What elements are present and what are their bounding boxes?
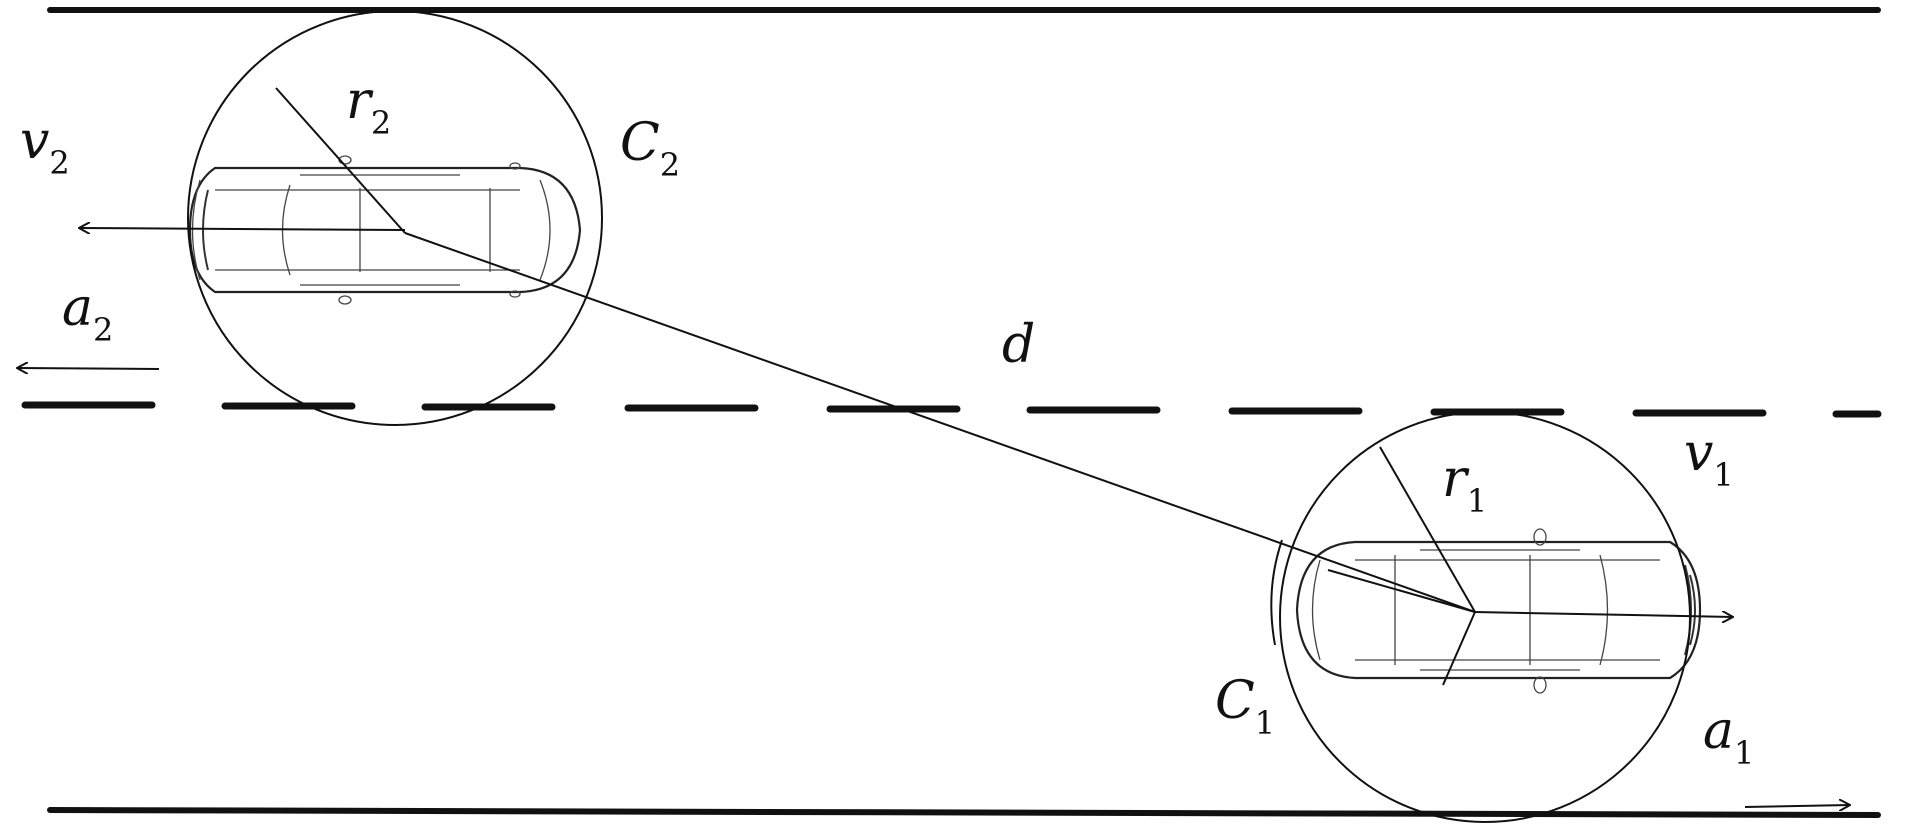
label-d: d: [1002, 315, 1035, 375]
label-a1: a1: [1703, 701, 1754, 772]
distance-d-line: [404, 232, 1476, 613]
label-v1: v1: [1684, 423, 1734, 494]
acceleration-a1-arrow: [1744, 805, 1850, 807]
acceleration-a2-arrow: [17, 368, 160, 369]
road-bottom-edge: [47, 807, 1881, 818]
vehicle-1-car: [1295, 528, 1702, 694]
label-c1: C1: [1215, 671, 1275, 742]
radius-r1-line: [1379, 446, 1476, 613]
label-v2: v2: [20, 111, 70, 182]
vehicle-1-rear-arc: [1270, 539, 1283, 646]
lane-divider: [21, 401, 1882, 418]
velocity-v1-arrow: [1474, 612, 1733, 617]
vehicle-2-safety-circle: [187, 10, 603, 426]
velocity-v2-arrow: [79, 228, 406, 230]
vehicle-1-rear-line: [1327, 569, 1476, 613]
label-r1: r1: [1442, 449, 1487, 520]
vehicle-1-inner-line: [1442, 611, 1476, 686]
label-r2: r2: [346, 71, 391, 142]
label-a2: a2: [62, 278, 113, 349]
label-c2: C2: [620, 113, 680, 184]
radius-r2-line: [275, 87, 406, 234]
